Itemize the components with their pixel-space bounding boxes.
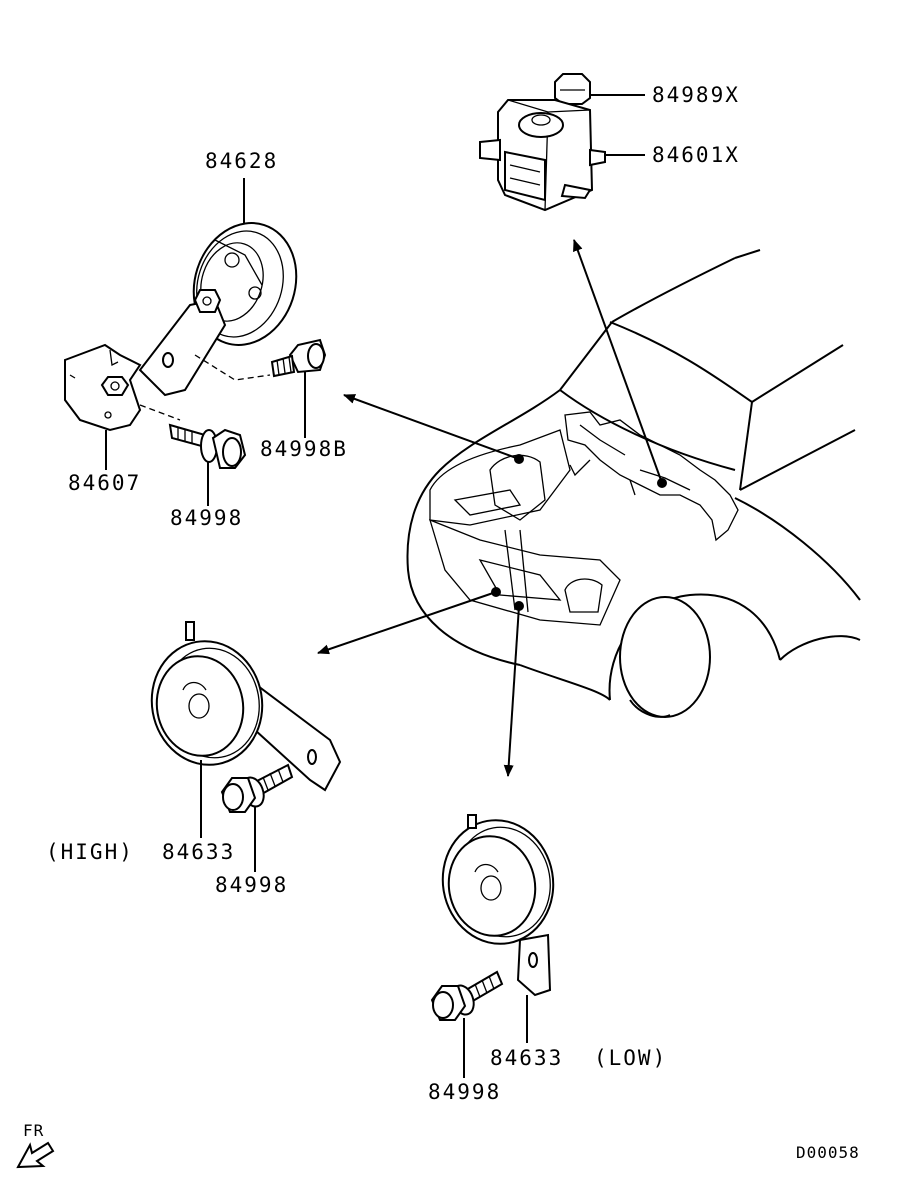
high-horn-part [150,621,342,813]
upper-horn-part [64,222,327,469]
label-bolt-low: 84998 [428,1080,501,1104]
diagram-code: D00058 [796,1143,860,1162]
label-horn-relay: 84601X [652,143,740,167]
label-bracket: 84607 [68,471,141,495]
locator-arrows [317,239,663,777]
low-horn-part [430,814,555,1021]
label-horn-low: 84633 [490,1046,563,1070]
label-bolt-upper-b: 84998B [260,437,348,461]
label-horn-upper: 84628 [205,149,278,173]
label-horn-low-qualifier: (LOW) [594,1046,667,1070]
front-arrow-icon [16,1141,55,1169]
label-horn-high-qualifier: (HIGH) [46,840,134,864]
label-horn-high: 84633 [162,840,235,864]
label-bolt-upper: 84998 [170,506,243,530]
front-direction-label: FR [23,1121,44,1140]
front-direction-indicator: FR [16,1121,55,1169]
label-bolt-high: 84998 [215,873,288,897]
label-relay-nut: 84989X [652,83,740,107]
leader-lines [105,94,645,1078]
vehicle-front-illustration [406,249,861,718]
horn-relay-part [479,73,606,212]
